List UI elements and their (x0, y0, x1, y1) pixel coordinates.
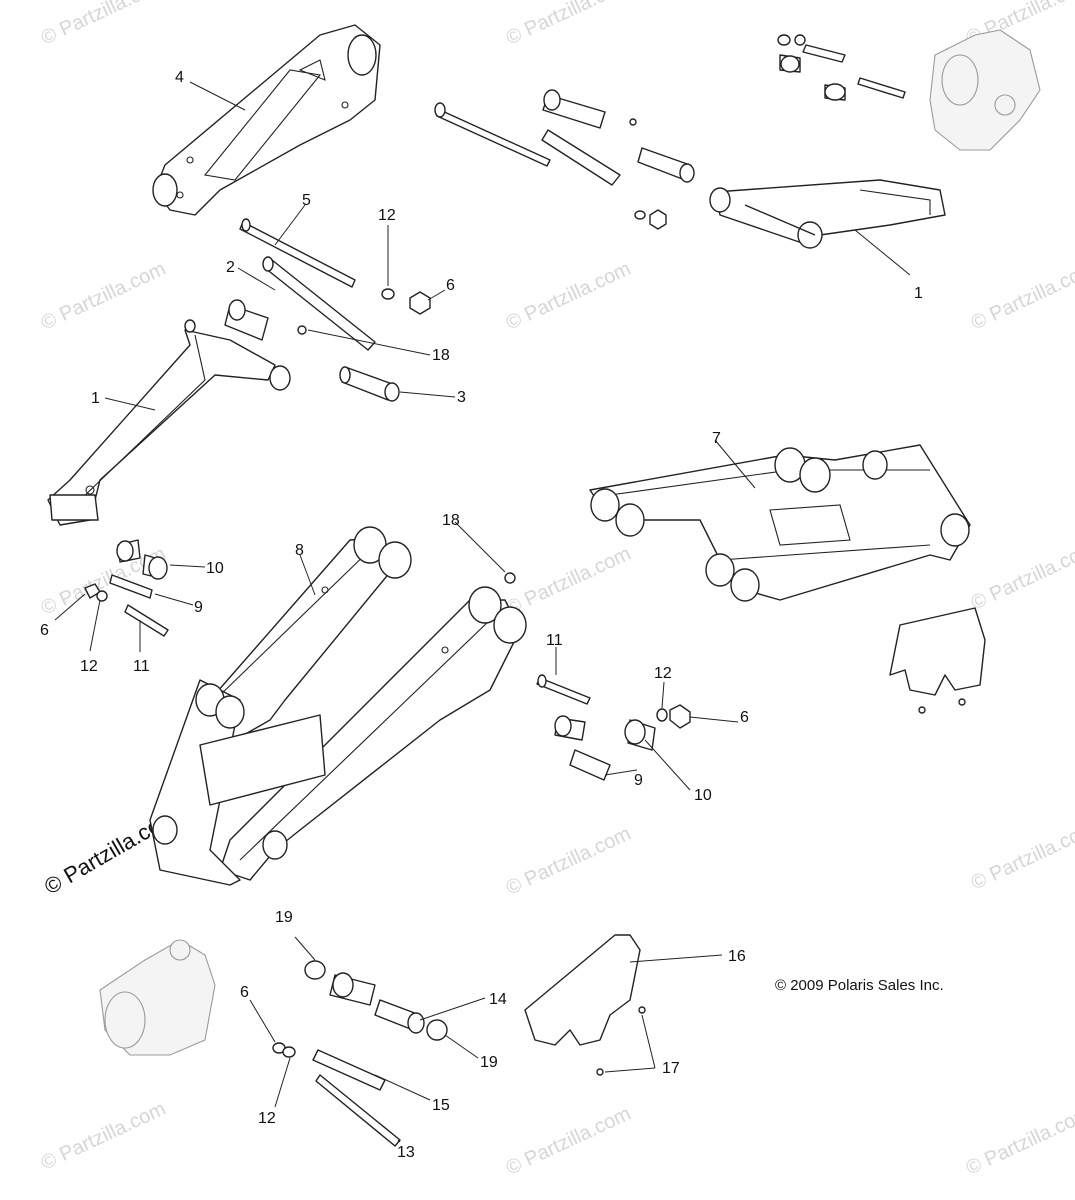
watermark: © Partzilla.com (968, 258, 1075, 335)
callout-3: 3 (457, 389, 466, 406)
part-bushing-top-2[interactable] (637, 147, 695, 183)
callout-6: 6 (740, 709, 749, 726)
callout-19: 19 (480, 1054, 498, 1071)
part-11-bolt[interactable] (536, 674, 591, 705)
part-8-swing-arm[interactable] (149, 526, 527, 886)
part-16-cover[interactable] (524, 934, 646, 1076)
callout-12: 12 (258, 1110, 276, 1127)
callout-18: 18 (432, 347, 450, 364)
callout-17: 17 (662, 1060, 680, 1077)
part-long-bolt[interactable] (434, 102, 551, 167)
callout-5: 5 (302, 192, 311, 209)
watermark: © Partzilla.com (503, 543, 634, 620)
part-bushing-pair-left[interactable] (224, 299, 269, 341)
part-4-bracket[interactable] (152, 24, 381, 216)
copyright-notice: © 2009 Polaris Sales Inc. (775, 977, 944, 994)
callout-6: 6 (40, 622, 49, 639)
callout-9: 9 (194, 599, 203, 616)
part-plate-right[interactable] (889, 607, 986, 714)
part-3-bushing[interactable] (339, 366, 400, 402)
callout-2: 2 (226, 259, 235, 276)
watermark: © Partzilla.com (503, 0, 634, 50)
callout-13: 13 (397, 1144, 415, 1161)
callout-12: 12 (378, 207, 396, 224)
callout-10: 10 (206, 560, 224, 577)
watermark: © Partzilla.com (38, 543, 169, 620)
part-bottom-hardware[interactable] (272, 960, 448, 1147)
part-bushing-top[interactable] (542, 89, 606, 129)
watermark: © Partzilla.com (503, 1103, 634, 1180)
knuckle-top-right (929, 29, 1041, 151)
part-6-nut[interactable] (409, 291, 431, 315)
callout-9: 9 (634, 772, 643, 789)
callout-16: 16 (728, 948, 746, 965)
callout-18: 18 (442, 512, 460, 529)
part-18-grease-fitting[interactable] (297, 325, 307, 335)
knuckle-bottom-left (99, 939, 216, 1056)
part-top-right-hardware[interactable] (777, 34, 906, 101)
callout-10: 10 (694, 787, 712, 804)
part-5-rod[interactable] (239, 218, 356, 288)
watermark: © Partzilla.com (38, 1098, 169, 1175)
callout-6: 6 (446, 277, 455, 294)
callout-8: 8 (295, 542, 304, 559)
watermark: © Partzilla.com (968, 818, 1075, 895)
watermark: © Partzilla.com (968, 538, 1075, 615)
watermark: © Partzilla.com (38, 0, 169, 50)
callout-labels: 4 5 12 6 2 18 3 1 1 7 8 18 10 9 6 12 11 … (40, 69, 923, 1161)
watermark: © Partzilla.com (38, 258, 169, 335)
callout-12: 12 (654, 665, 672, 682)
part-12-washer[interactable] (381, 288, 395, 300)
part-1-control-arm-right[interactable] (709, 179, 946, 249)
part-2-tube[interactable] (262, 256, 376, 351)
part-small-hardware[interactable] (629, 118, 667, 230)
callout-11: 11 (133, 658, 150, 675)
callout-6: 6 (240, 984, 249, 1001)
callout-4: 4 (175, 69, 184, 86)
watermark: © Partzilla.com (963, 1103, 1075, 1180)
watermark: © Partzilla.com (503, 823, 634, 900)
leader-lines (54, 81, 911, 1143)
callout-1: 1 (914, 285, 923, 302)
callout-14: 14 (489, 991, 507, 1008)
part-1-control-arm-left[interactable] (47, 319, 291, 526)
callout-11: 11 (546, 632, 563, 649)
callout-12: 12 (80, 658, 98, 675)
part-7-swing-arm[interactable] (589, 444, 971, 602)
callout-1: 1 (91, 390, 100, 407)
part-18-fitting-right[interactable] (504, 572, 516, 584)
callout-15: 15 (432, 1097, 450, 1114)
part-left-hardware[interactable] (84, 539, 169, 637)
callout-19: 19 (275, 909, 293, 926)
part-tube-center[interactable] (541, 129, 621, 186)
part-center-hardware[interactable] (554, 704, 691, 781)
callout-7: 7 (712, 430, 721, 447)
watermark: © Partzilla.com (503, 258, 634, 335)
